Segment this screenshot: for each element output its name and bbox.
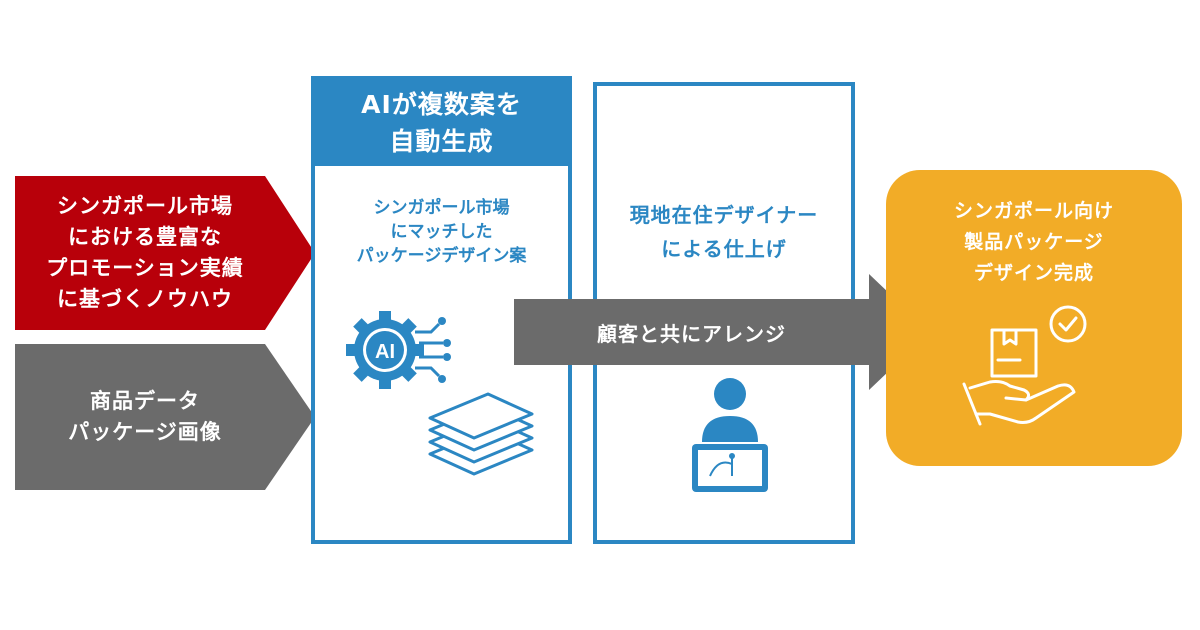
hand-package-check-icon (962, 305, 1087, 426)
input-arrow-promotion-knowhow: シンガポール市場 における豊富な プロモーション実績 に基づくノウハウ (15, 176, 315, 330)
ai-panel-description: シンガポール市場 にマッチした パッケージデザイン案 (315, 196, 568, 268)
ai-panel-header: AIが複数案を 自動生成 (315, 80, 568, 166)
input-arrow-product-data: 商品データ パッケージ画像 (15, 344, 315, 490)
text-line: 商品データ (90, 389, 200, 413)
text-line: に基づくノウハウ (57, 287, 233, 311)
text-line: シンガポール市場 (373, 198, 510, 218)
designer-laptop-icon (692, 378, 768, 492)
result-line: 製品パッケージ (964, 231, 1104, 253)
promotion-knowhow-text: シンガポール市場 における豊富な プロモーション実績 に基づくノウハウ (46, 191, 244, 315)
text-line: 現地在住デザイナー (629, 203, 819, 227)
designer-panel-description: 現地在住デザイナー による仕上げ (597, 198, 851, 266)
header-line: AIが複数案を (361, 90, 522, 119)
text-line: における豊富な (68, 225, 222, 249)
result-box: シンガポール向け 製品パッケージ デザイン完成 (886, 170, 1182, 466)
header-line: 自動生成 (389, 127, 494, 156)
layers-icon (428, 392, 534, 476)
text-line: プロモーション実績 (46, 256, 244, 280)
result-line: シンガポール向け (953, 200, 1114, 222)
text-line: パッケージ画像 (68, 420, 222, 444)
text-line: による仕上げ (661, 237, 787, 261)
ai-gear-icon: AI (346, 311, 451, 389)
text-line: シンガポール市場 (57, 194, 233, 218)
text-line: にマッチした (390, 222, 493, 242)
result-line: デザイン完成 (973, 262, 1094, 284)
flow-arrow-label: 顧客と共にアレンジ (597, 321, 786, 346)
text-line: パッケージデザイン案 (356, 246, 527, 266)
product-data-text: 商品データ パッケージ画像 (68, 386, 222, 448)
svg-text:AI: AI (375, 341, 395, 363)
